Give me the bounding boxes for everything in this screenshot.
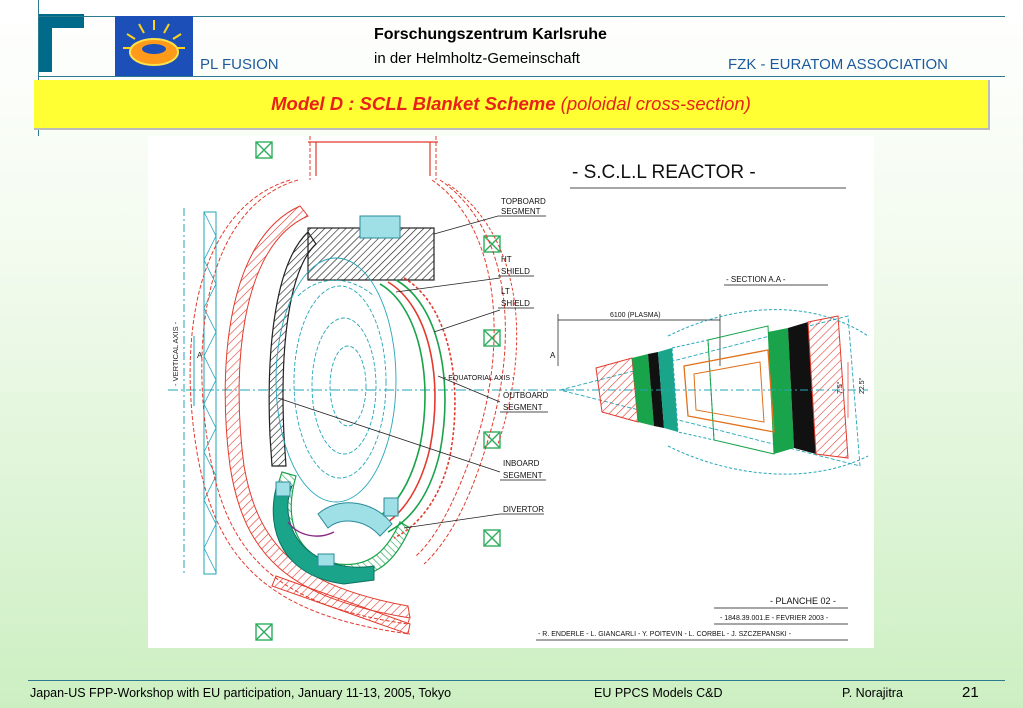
footer-rule xyxy=(28,680,1005,681)
label-topboard: TOPBOARD xyxy=(501,197,546,206)
label-equatorial: - EQUATORIAL AXIS - xyxy=(444,375,515,382)
pl-fusion-logo-icon xyxy=(115,16,193,76)
reactor-drawing: - VERTICAL AXIS - A xyxy=(148,136,874,648)
placeholder-icon xyxy=(255,141,273,159)
label-divertor: DIVERTOR xyxy=(503,505,544,514)
label-lt: LT xyxy=(501,287,510,296)
plasma-dimension: 6100 (PLASMA) xyxy=(610,312,661,319)
placeholder-icon xyxy=(483,235,501,253)
footer-workshop: Japan-US FPP-Workshop with EU participat… xyxy=(30,686,452,700)
section-aa-wedge xyxy=(559,309,869,475)
vacuum-vessel-outline xyxy=(189,136,518,635)
divertor-region xyxy=(275,481,399,567)
fzk-bracket-logo xyxy=(38,14,84,72)
header-vertical-rule xyxy=(38,0,39,136)
outer-shield xyxy=(224,205,411,619)
vertical-axis-label: - VERTICAL AXIS - xyxy=(171,321,180,386)
leader-lines xyxy=(277,215,501,529)
footer-author: P. Norajitra xyxy=(842,686,903,700)
inboard-blanket xyxy=(268,231,317,467)
page-number: 21 xyxy=(962,684,979,701)
placeholder-icon xyxy=(483,329,501,347)
org-subtitle: in der Helmholtz-Gemeinschaft xyxy=(374,50,580,67)
vertical-axis: - VERTICAL AXIS - xyxy=(171,208,217,576)
placeholder-icon xyxy=(483,529,501,547)
pl-fusion-label: PL FUSION xyxy=(200,56,279,73)
angle-label-7: 7.5° xyxy=(836,381,844,394)
header-top-rule xyxy=(38,16,1005,17)
slide-subtitle: (poloidal cross-section) xyxy=(560,93,751,114)
placeholder-icon xyxy=(483,431,501,449)
label-lt-shield: SHIELD xyxy=(501,299,530,308)
reactor-cross-section-svg: - VERTICAL AXIS - A xyxy=(168,136,869,641)
label-inboard-seg: SEGMENT xyxy=(503,471,543,480)
drawing-reference: - 1848.39.001.E - FEVRIER 2003 - xyxy=(720,615,829,622)
label-outboard: OUTBOARD xyxy=(503,391,549,400)
angle-label-22: 22.5° xyxy=(858,377,866,394)
header-bottom-rule xyxy=(38,76,1005,77)
placeholder-icon xyxy=(255,623,273,641)
section-mark-right: A xyxy=(550,351,556,360)
planche-label: - PLANCHE 02 - xyxy=(770,596,836,606)
slide-title: Model D : SCLL Blanket Scheme xyxy=(271,93,556,114)
outboard-blanket-layers xyxy=(375,277,456,539)
label-ht-shield: SHIELD xyxy=(501,267,530,276)
org-title: Forschungszentrum Karlsruhe xyxy=(374,26,607,43)
footer-topic: EU PPCS Models C&D xyxy=(594,686,723,700)
label-outboard-seg: SEGMENT xyxy=(503,403,543,412)
section-mark-left: A xyxy=(197,351,203,360)
drawing-authors: - R. ENDERLE - L. GIANCARLI - Y. POITEVI… xyxy=(538,631,792,638)
reactor-title: - S.C.L.L REACTOR - xyxy=(572,162,756,183)
lower-port-strip xyxy=(271,575,411,635)
label-inboard: INBOARD xyxy=(503,459,540,468)
label-ht: HT xyxy=(501,255,512,264)
section-aa-label: - SECTION A.A - xyxy=(726,275,786,284)
plasma-flux-surfaces xyxy=(275,257,397,503)
slide-title-banner: Model D : SCLL Blanket Scheme (poloidal … xyxy=(34,80,990,130)
label-topboard-seg: SEGMENT xyxy=(501,207,541,216)
association-label: FZK - EURATOM ASSOCIATION xyxy=(728,56,949,73)
